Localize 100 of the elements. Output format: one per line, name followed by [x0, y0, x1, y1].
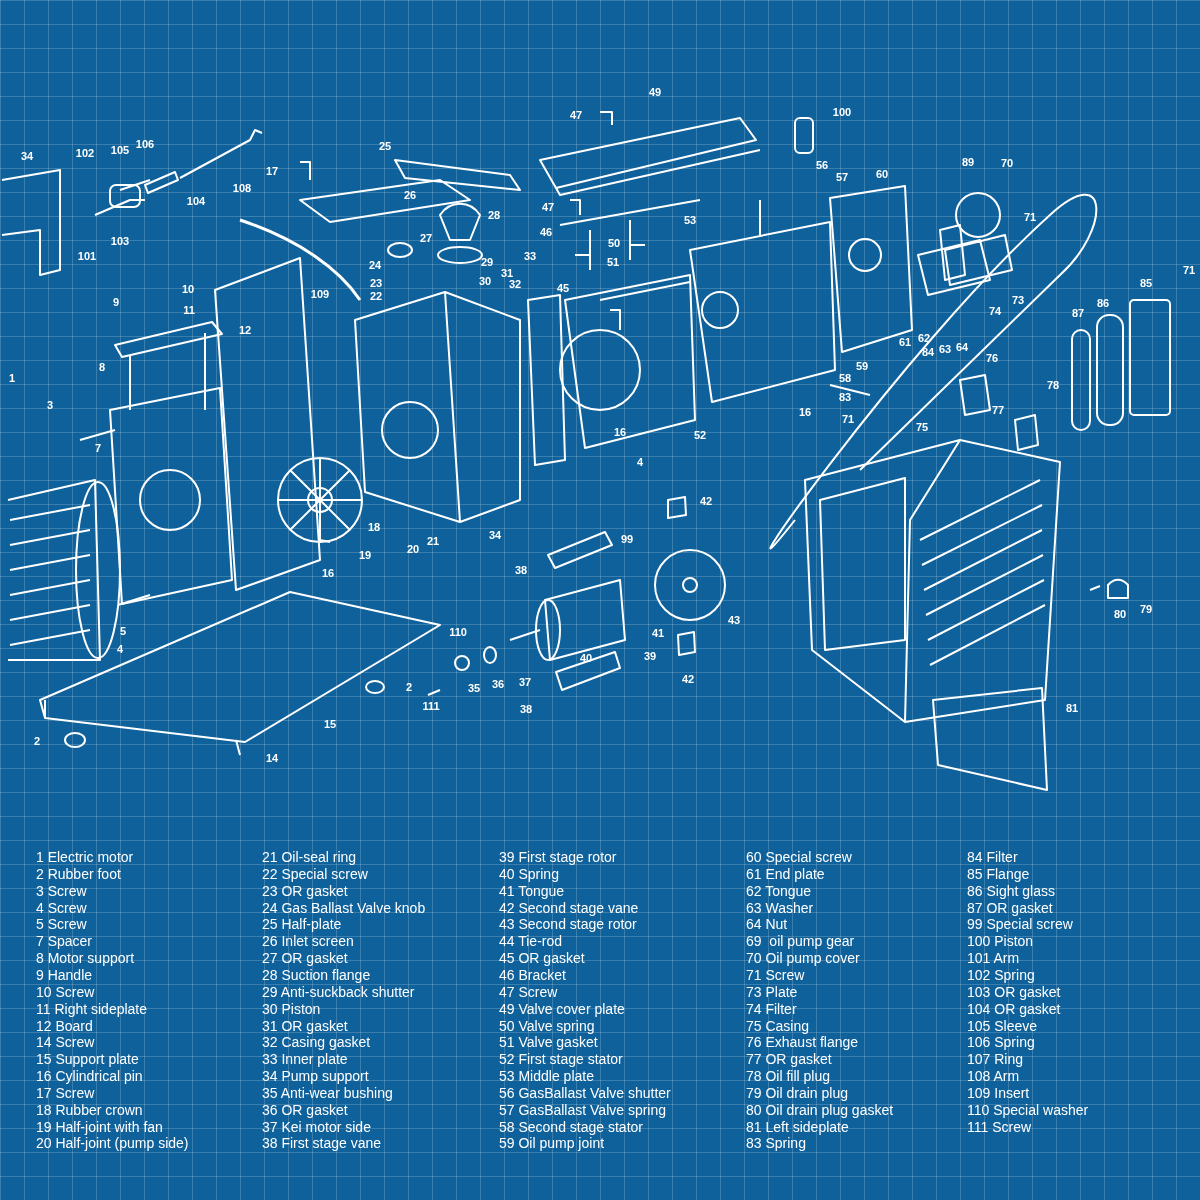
parts-list-entry: 19 Half-joint with fan [36, 1118, 163, 1135]
callout-number: 22 [369, 290, 383, 302]
callout-number: 71 [1182, 264, 1196, 276]
callout-number: 73 [1011, 294, 1025, 306]
parts-list-entry: 28 Suction flange [262, 966, 371, 983]
parts-list-entry: 106 Spring [967, 1034, 1035, 1051]
parts-list-entry: 64 Nut [746, 916, 788, 933]
callout-number: 99 [620, 533, 634, 545]
callout-number: 79 [1139, 603, 1153, 615]
parts-list-entry: 47 Screw [499, 983, 558, 1000]
callout-number: 2 [405, 681, 413, 693]
parts-list-entry: 87 OR gasket [967, 899, 1053, 916]
parts-list-entry: 36 OR gasket [262, 1101, 348, 1118]
parts-list-entry: 10 Screw [36, 983, 95, 1000]
parts-list-entry: 45 OR gasket [499, 950, 585, 967]
callout-number: 20 [406, 543, 420, 555]
parts-list-entry: 35 Anti-wear bushing [262, 1084, 393, 1101]
callout-number: 70 [1000, 157, 1014, 169]
parts-list-entry: 34 Pump support [262, 1068, 369, 1085]
callout-number: 89 [961, 156, 975, 168]
parts-list-entry: 8 Motor support [36, 950, 135, 967]
callout-number: 47 [541, 201, 555, 213]
parts-list-entry: 99 Special screw [967, 916, 1073, 933]
parts-list-entry: 9 Handle [36, 966, 93, 983]
callout-number: 49 [648, 86, 662, 98]
callout-number: 38 [519, 703, 533, 715]
callout-number: 42 [681, 673, 695, 685]
callout-number: 77 [991, 404, 1005, 416]
parts-list-entry: 14 Screw [36, 1034, 95, 1051]
callout-number: 25 [378, 140, 392, 152]
parts-list-entry: 56 GasBallast Valve shutter [499, 1084, 671, 1101]
callout-number: 41 [651, 627, 665, 639]
callout-number: 101 [77, 250, 97, 262]
callout-number: 37 [518, 676, 532, 688]
callout-number: 12 [238, 324, 252, 336]
callout-number: 81 [1065, 702, 1079, 714]
callout-number: 60 [875, 168, 889, 180]
callout-number: 105 [110, 144, 130, 156]
parts-list-entry: 25 Half-plate [262, 916, 342, 933]
parts-list-entry: 103 OR gasket [967, 983, 1061, 1000]
callout-number: 50 [607, 237, 621, 249]
parts-list-entry: 43 Second stage rotor [499, 916, 637, 933]
callout-number: 45 [556, 282, 570, 294]
parts-list-entry: 50 Valve spring [499, 1017, 595, 1034]
callout-number: 63 [938, 343, 952, 355]
parts-list-entry: 86 Sight glass [967, 882, 1055, 899]
parts-list-entry: 63 Washer [746, 899, 814, 916]
callout-number: 35 [467, 682, 481, 694]
parts-list-entry: 27 OR gasket [262, 950, 348, 967]
parts-list-entry: 60 Special screw [746, 849, 852, 865]
parts-list-entry: 57 GasBallast Valve spring [499, 1101, 667, 1118]
callout-number: 80 [1113, 608, 1127, 620]
callout-number: 39 [643, 650, 657, 662]
parts-list-entry: 17 Screw [36, 1084, 95, 1101]
callout-number: 19 [358, 549, 372, 561]
parts-list-entry: 44 Tie-rod [499, 933, 563, 950]
callout-number: 24 [368, 259, 382, 271]
callout-number: 28 [487, 209, 501, 221]
callout-number: 16 [798, 406, 812, 418]
parts-list-entry: 77 OR gasket [746, 1051, 832, 1068]
parts-list-entry: 110 Special washer [967, 1101, 1089, 1118]
parts-list-entry: 107 Ring [967, 1051, 1024, 1068]
parts-list-entry: 7 Spacer [36, 933, 93, 950]
parts-list-entry: 1 Electric motor [36, 849, 134, 865]
callout-number: 21 [426, 535, 440, 547]
callout-number: 58 [838, 372, 852, 384]
callout-number: 46 [539, 226, 553, 238]
callout-number: 36 [491, 678, 505, 690]
parts-list-entry: 58 Second stage stator [499, 1118, 643, 1135]
callout-number: 7 [94, 442, 102, 454]
callout-number: 32 [508, 278, 522, 290]
callout-number: 4 [116, 643, 124, 655]
parts-list-entry: 109 Insert [967, 1084, 1030, 1101]
parts-list-entry: 38 First stage vane [262, 1135, 382, 1152]
callout-number: 1 [8, 372, 16, 384]
callout-number: 16 [613, 426, 627, 438]
callout-number: 74 [988, 305, 1002, 317]
callout-number: 83 [838, 391, 852, 403]
parts-list-entry: 52 First stage stator [499, 1051, 623, 1068]
callout-number: 2 [33, 735, 41, 747]
parts-list-entry: 4 Screw [36, 899, 87, 916]
callout-number: 59 [855, 360, 869, 372]
callout-number: 85 [1139, 277, 1153, 289]
callout-number: 31 [500, 267, 514, 279]
callout-number: 56 [815, 159, 829, 171]
callout-number: 108 [232, 182, 252, 194]
callout-number: 64 [955, 341, 969, 353]
parts-list-entry: 15 Support plate [36, 1051, 139, 1068]
callout-number: 71 [1023, 211, 1037, 223]
callout-number: 14 [265, 752, 279, 764]
callout-number: 53 [683, 214, 697, 226]
parts-list-entry: 21 Oil-seal ring [262, 849, 357, 865]
callout-number: 86 [1096, 297, 1110, 309]
parts-list-entry: 69 oil pump gear [746, 933, 855, 950]
parts-list-entry: 108 Arm [967, 1068, 1020, 1085]
parts-list-entry: 42 Second stage vane [499, 899, 639, 916]
callout-number: 43 [727, 614, 741, 626]
callout-number: 3 [46, 399, 54, 411]
callout-number: 103 [110, 235, 130, 247]
parts-list-entry: 85 Flange [967, 865, 1030, 882]
